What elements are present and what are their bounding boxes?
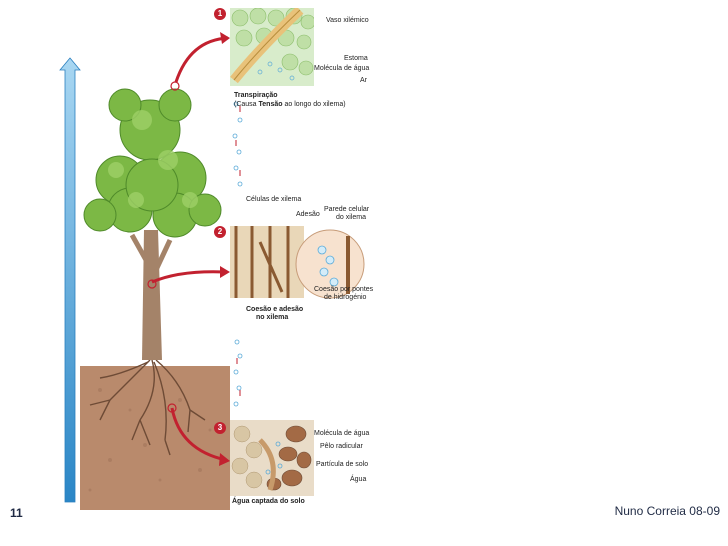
step-2-title: Coesão e adesão [246, 306, 303, 313]
slide-number: 11 [10, 506, 23, 520]
root-soil-image [230, 420, 314, 496]
leaf-cross-section-image [230, 8, 314, 86]
step-3-title: Água captada do solo [232, 498, 305, 505]
label-agua: Água [350, 476, 366, 483]
step-3-badge: 3 [214, 422, 226, 434]
label-pelo-radicular: Pêlo radicular [320, 443, 363, 450]
label-estoma: Estoma [344, 55, 368, 62]
step-2-subtitle: no xilema [256, 314, 288, 321]
label-do-xilema: do xilema [336, 214, 366, 221]
connector-arrows [140, 20, 240, 480]
gradient-label: Gradiente do potencial de água [47, 196, 54, 300]
step-1-badge: 1 [214, 8, 226, 20]
label-molecula-agua-1: Molécula de água [314, 65, 369, 72]
step-2-badge: 2 [214, 226, 226, 238]
label-adesao: Adesão [296, 211, 320, 218]
label-parede-celular: Parede celular [324, 206, 369, 213]
step-1-title: Transpiração [234, 92, 278, 99]
label-ar: Ar [360, 77, 367, 84]
step-1-subtitle: (Causa Tensão ao longo do xilema) [234, 101, 346, 108]
author-footer: Nuno Correia 08-09 [615, 504, 720, 518]
label-celulas-xilema: Células de xilema [246, 196, 301, 203]
label-molecula-agua-3: Molécula de água [314, 430, 369, 437]
label-vaso-xilemico: Vaso xilémico [326, 17, 369, 24]
label-particula-solo: Partícula de solo [316, 461, 368, 468]
label-de-hidrogenio: de hidrogénio [324, 294, 366, 301]
label-coesao-pontes: Coesão por pontes [314, 286, 373, 293]
